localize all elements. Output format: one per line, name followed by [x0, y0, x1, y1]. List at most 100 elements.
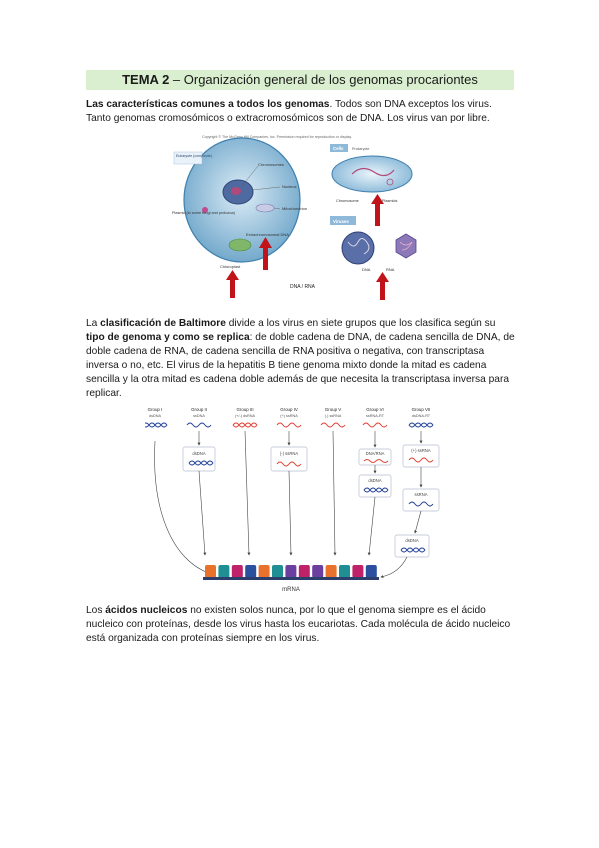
svg-text:(+) ssRNA: (+) ssRNA [411, 448, 431, 453]
p2-bold-genome: tipo de genoma y como se replica [86, 332, 250, 343]
group-header-6: Group VI ssRNA-RT [362, 407, 388, 428]
p2-bold-baltimore: clasificación de Baltimore [100, 318, 226, 329]
mitochondrion-label: Mitochondrion [282, 206, 307, 211]
p1-rest: . Todos son DNA exceptos los virus. Tant… [86, 99, 492, 124]
virus-dna-label: DNA [362, 267, 371, 272]
rna-virus-genome [399, 241, 413, 251]
rna-virus [395, 233, 417, 259]
mitochondrion-shape [255, 203, 275, 213]
p3-bold: ácidos nucleicos [105, 605, 188, 616]
group-name: Group VI [366, 407, 384, 412]
cells-label: Cells [333, 146, 344, 151]
plasmid-euk-label: Plasmid (in some fungi and protozoa) [172, 211, 236, 215]
paragraph-baltimore: La clasificación de Baltimore divide a l… [86, 317, 516, 401]
group-header-2: Group II ssDNA [186, 407, 212, 428]
box-g6b: dsDNA [358, 474, 392, 498]
group-name: Group IV [280, 407, 298, 412]
box-g7b: ssRNA [402, 488, 440, 512]
group-type: (+) ssRNA [280, 414, 298, 418]
svg-text:(-) ssRNA: (-) ssRNA [280, 451, 299, 456]
mrna-segment [312, 565, 324, 578]
p3-rest: no existen solos nunca, por lo que el ge… [86, 605, 511, 644]
mrna-segment [272, 565, 283, 578]
p2-pre: La [86, 318, 101, 329]
group-header-3: Group III (+/-) dsRNA [232, 407, 258, 428]
box-g7c: dsDNA [394, 534, 430, 558]
group-header-5: Group V (-) ssRNA [320, 407, 346, 428]
svg-text:ssRNA: ssRNA [414, 492, 427, 497]
arrow-chloroplast [226, 270, 239, 298]
mrna-segment [339, 565, 350, 578]
mrna-segment [298, 565, 310, 578]
group-name: Group V [325, 407, 341, 412]
mrna-segment [285, 565, 297, 578]
arrow-extrachromosomal [259, 237, 272, 270]
group-name: Group II [191, 407, 207, 412]
dna-virus [341, 231, 375, 265]
mrna-segment [218, 565, 230, 578]
group-header-1: Group I dsDNA [145, 407, 168, 428]
chromosome-label: Chromosome [336, 199, 359, 203]
arrow-plasmids [371, 194, 384, 226]
p1-bold: Las características comunes a todos los … [86, 99, 330, 110]
nucleus-label: Nucleus [282, 184, 296, 189]
strand-complement [408, 422, 434, 428]
prokaryote-plasmid [386, 178, 394, 186]
box-g2: dsDNA [182, 446, 216, 472]
group-type: (+/-) dsRNA [235, 414, 256, 418]
title-rest: – Organización general de los genomas pr… [169, 72, 478, 87]
virus-rna-label: RNA [386, 267, 395, 272]
group-type: dsDNA-RT [412, 414, 431, 418]
mrna-segment [352, 565, 364, 578]
plasmid-dot [202, 207, 208, 213]
chloroplast-label: Chloroplast [220, 264, 241, 269]
plasmids-label: Plasmids [382, 199, 398, 203]
svg-text:dsDNA: dsDNA [368, 478, 381, 483]
mrna-label: mRNA [282, 587, 300, 593]
group-name: Group III [236, 407, 253, 412]
red-arrows [226, 194, 389, 300]
p2-rest: : de doble cadena de DNA, de cadena senc… [86, 332, 515, 399]
figure-genome-locations: Copyright © The McGraw-Hill Companies, I… [170, 130, 432, 300]
group-type: ssDNA [193, 414, 205, 418]
prokaryote-label: Prokaryote [352, 147, 369, 151]
svg-text:dsDNA: dsDNA [405, 538, 418, 543]
mrna-segment [205, 565, 216, 578]
title-tema: TEMA 2 [122, 72, 170, 87]
fig1-caption: DNA / RNA [290, 284, 316, 290]
page-title: TEMA 2 – Organización general de los gen… [86, 70, 514, 90]
arrow-virus-dna [376, 272, 389, 300]
group-header-4: Group IV (+) ssRNA [276, 407, 302, 428]
viruses-label: Viruses [333, 219, 349, 224]
extrachromosomal-label: Extrachromosomal DNA [246, 232, 289, 237]
box-g7a: (+) ssRNA [402, 444, 440, 468]
box-g4: (-) ssRNA [270, 446, 308, 472]
svg-text:DNA/RNA: DNA/RNA [366, 451, 385, 456]
mrna-segment [365, 565, 377, 578]
chromosomes-label: Chromosomes [258, 162, 284, 167]
strand-complement [145, 422, 168, 428]
strand-complement [232, 422, 258, 428]
box-g6a: DNA/RNA [358, 448, 392, 466]
group-type: (-) ssRNA [325, 414, 342, 418]
group-type: ssRNA-RT [366, 414, 385, 418]
paragraph-nucleic-acids: Los ácidos nucleicos no existen solos nu… [86, 604, 516, 646]
chloroplast-shape [228, 238, 252, 252]
group-type: dsDNA [149, 414, 161, 418]
mrna-segment [231, 565, 243, 578]
eukaryote-label: Eukaryote (composite) [176, 154, 212, 158]
mrna-segment [258, 565, 270, 578]
cells-tag [330, 144, 348, 152]
figure-baltimore: Group I dsDNA Group II ssDNA Group III (+/-) … [145, 407, 440, 593]
prokaryote-cell [331, 155, 413, 193]
mrna-backbone [203, 577, 379, 580]
viruses-tag [330, 216, 356, 225]
group-name: Group I [148, 407, 163, 412]
p3-pre: Los [86, 605, 106, 616]
prokaryote-chromosome [351, 167, 395, 177]
nucleolus-shape [231, 187, 241, 195]
strand [186, 422, 212, 428]
mrna-segment [245, 565, 257, 578]
strand [276, 422, 302, 428]
